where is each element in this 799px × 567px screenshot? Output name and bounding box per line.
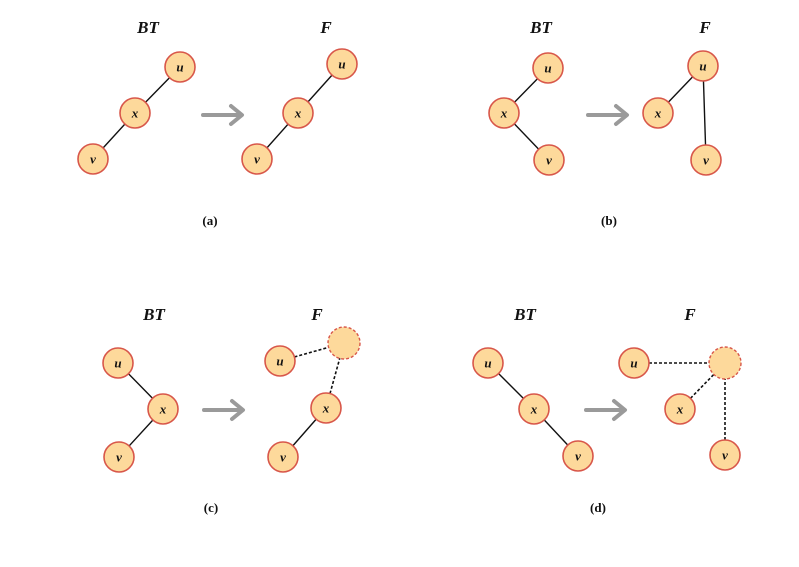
- svg-text:v: v: [254, 152, 260, 167]
- panel-b-right-title: F: [698, 18, 711, 37]
- panel-a-caption: (a): [202, 213, 217, 228]
- node-v: v: [241, 143, 273, 175]
- svg-text:v: v: [280, 450, 286, 465]
- node-u: u: [472, 347, 504, 379]
- svg-text:u: u: [176, 60, 183, 75]
- node-v: v: [690, 144, 722, 176]
- svg-text:x: x: [654, 106, 662, 121]
- node-x: x: [147, 393, 179, 425]
- node-v: v: [709, 439, 741, 471]
- svg-text:u: u: [484, 356, 491, 371]
- svg-text:u: u: [114, 356, 121, 371]
- svg-text:x: x: [530, 402, 538, 417]
- svg-text:u: u: [630, 356, 637, 371]
- svg-text:x: x: [294, 106, 302, 121]
- node-u: u: [264, 345, 296, 377]
- panel-d-right-title: F: [683, 305, 696, 324]
- panel-a: BT F u x v u x: [77, 18, 358, 228]
- node-u: u: [102, 347, 134, 379]
- svg-text:v: v: [722, 448, 728, 463]
- svg-text:v: v: [575, 449, 581, 464]
- svg-text:x: x: [500, 106, 508, 121]
- node-u: u: [532, 52, 564, 84]
- svg-text:x: x: [159, 402, 167, 417]
- panel-c-right-title: F: [310, 305, 323, 324]
- panel-d-left-title: BT: [513, 305, 536, 324]
- node-x: x: [664, 393, 696, 425]
- virtual-root-node: [327, 326, 361, 360]
- svg-text:u: u: [699, 59, 706, 74]
- svg-text:v: v: [116, 450, 122, 465]
- node-x: x: [119, 97, 151, 129]
- svg-text:u: u: [338, 57, 345, 72]
- node-v: v: [267, 441, 299, 473]
- transform-arrow: [586, 104, 629, 126]
- panel-c: BT F u x v u: [102, 305, 361, 515]
- node-x: x: [310, 392, 342, 424]
- panel-b-caption: (b): [601, 213, 617, 228]
- panel-d-caption: (d): [590, 500, 606, 515]
- node-x: x: [282, 97, 314, 129]
- svg-text:u: u: [276, 354, 283, 369]
- transform-arrow: [584, 399, 627, 421]
- svg-text:u: u: [544, 61, 551, 76]
- node-x: x: [642, 97, 674, 129]
- svg-text:v: v: [703, 153, 709, 168]
- node-u: u: [618, 347, 650, 379]
- svg-text:v: v: [546, 153, 552, 168]
- transform-arrow: [201, 104, 244, 126]
- panel-d: BT F u x v u: [472, 305, 742, 515]
- node-v: v: [103, 441, 135, 473]
- node-u: u: [687, 50, 719, 82]
- svg-text:v: v: [90, 152, 96, 167]
- transform-arrow: [202, 399, 245, 421]
- svg-text:x: x: [131, 106, 139, 121]
- node-v: v: [77, 143, 109, 175]
- node-x: x: [518, 393, 550, 425]
- svg-text:x: x: [322, 401, 330, 416]
- panel-c-caption: (c): [204, 500, 218, 515]
- node-u: u: [164, 51, 196, 83]
- node-v: v: [533, 144, 565, 176]
- panel-a-right-title: F: [319, 18, 332, 37]
- panel-b: BT F u x v u x: [488, 18, 722, 228]
- svg-text:x: x: [676, 402, 684, 417]
- panel-b-left-title: BT: [529, 18, 552, 37]
- node-x: x: [488, 97, 520, 129]
- panel-c-left-title: BT: [142, 305, 165, 324]
- panel-a-left-title: BT: [136, 18, 159, 37]
- virtual-root-node: [708, 346, 742, 380]
- node-u: u: [326, 48, 358, 80]
- node-v: v: [562, 440, 594, 472]
